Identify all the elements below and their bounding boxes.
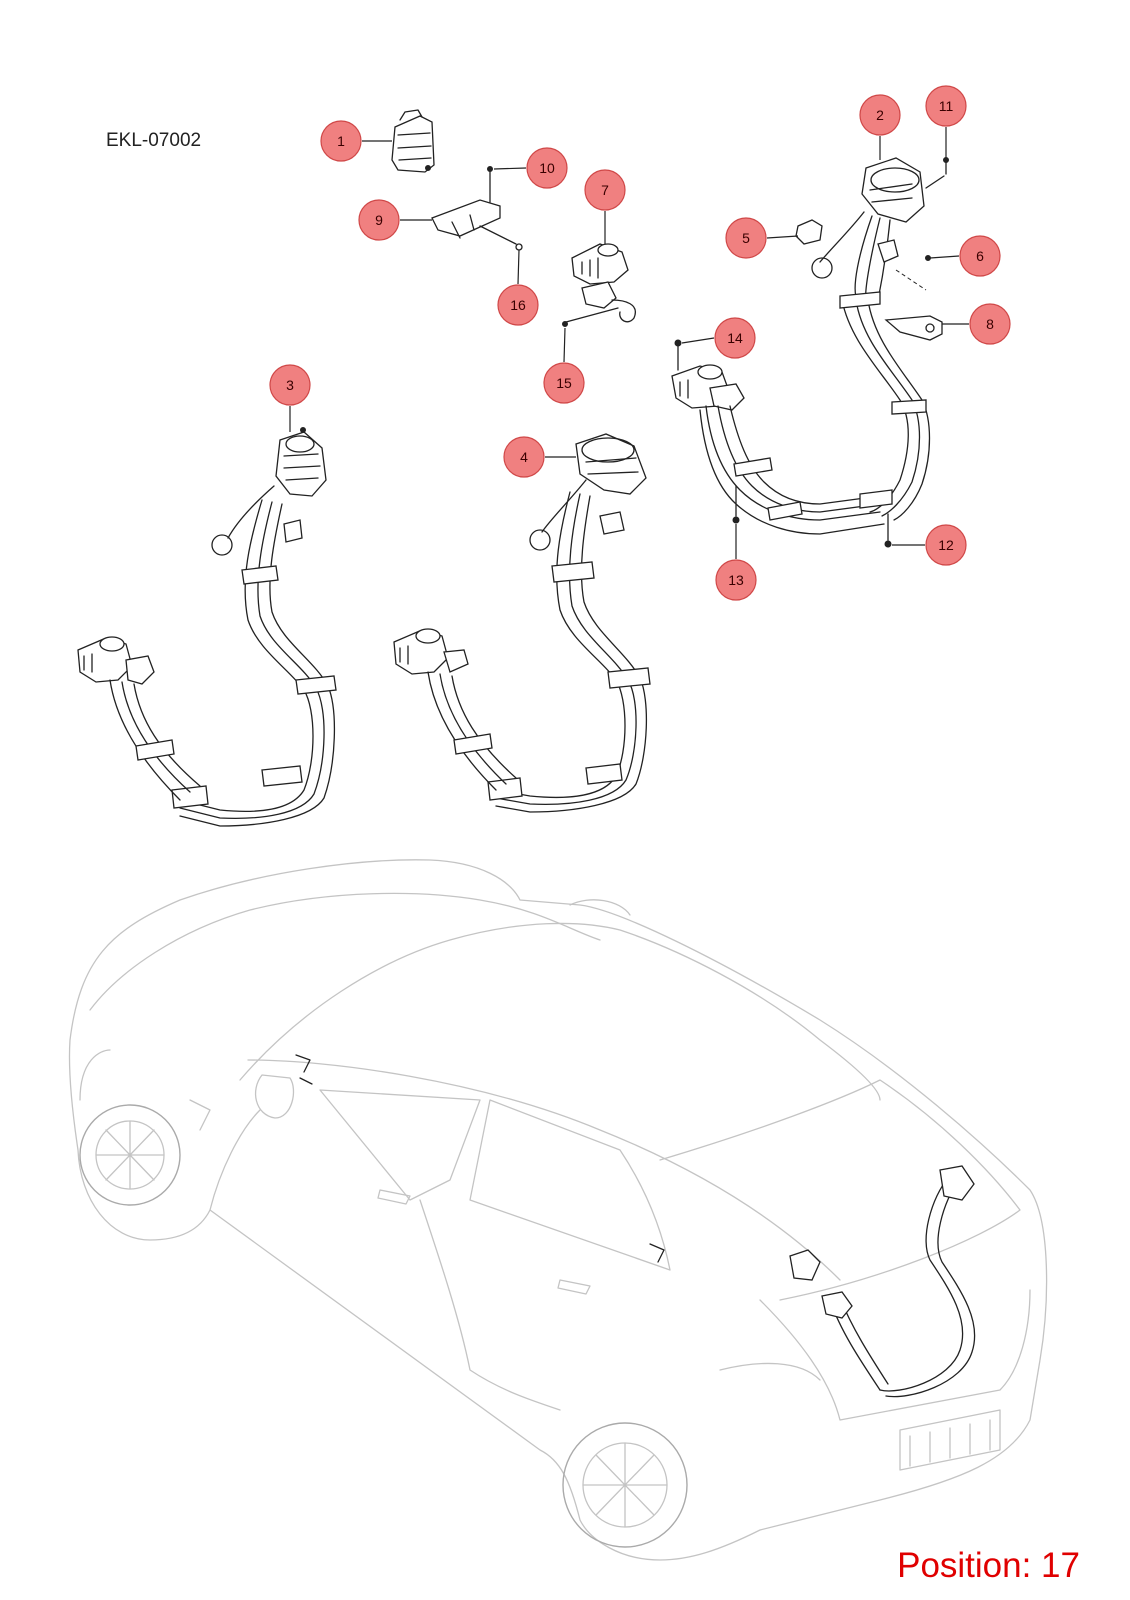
part-harness-upper-right [795,157,949,521]
callout-16[interactable]: 16 [497,284,539,326]
part-harness-middle [393,433,651,813]
callout-6-label: 6 [976,248,984,264]
callout-12[interactable]: 12 [925,524,967,566]
callout-15[interactable]: 15 [543,362,585,404]
callout-10[interactable]: 10 [526,147,568,189]
callout-5[interactable]: 5 [725,217,767,259]
callout-2-label: 2 [876,107,884,123]
callout-6-circle [959,235,1001,277]
callout-5-label: 5 [742,230,750,246]
callout-6[interactable]: 6 [959,235,1001,277]
callout-1-label: 1 [337,133,345,149]
callout-4-label: 4 [520,449,528,465]
callout-5-circle [725,217,767,259]
callout-14[interactable]: 14 [714,317,756,359]
callout-5-leader [766,235,799,239]
callout-14-label: 14 [727,330,743,346]
callout-16-leader [517,249,520,285]
callout-7[interactable]: 7 [584,169,626,211]
callout-2[interactable]: 2 [859,94,901,136]
callout-7-circle [584,169,626,211]
position-label: Position: 17 [897,1546,1080,1585]
callout-13-label: 13 [728,572,744,588]
part-bracket-plate [431,166,523,251]
callout-11-circle [925,85,967,127]
callout-8-label: 8 [986,316,994,332]
callout-1-circle [320,120,362,162]
callout-3-circle [269,364,311,406]
part-harness-lower-right [671,339,893,548]
callout-9[interactable]: 9 [358,199,400,241]
callout-10-leader [493,167,527,170]
callout-15-circle [543,362,585,404]
callout-10-label: 10 [539,160,555,176]
document-code: EKL-07002 [106,130,202,151]
callout-11-label: 11 [939,98,954,114]
callout-7-label: 7 [601,182,609,198]
callout-1[interactable]: 1 [320,120,362,162]
callout-15-leader [563,327,566,363]
callout-13[interactable]: 13 [715,559,757,601]
callout-14-circle [714,317,756,359]
part-harness-left [77,427,337,827]
callout-4[interactable]: 4 [503,436,545,478]
callout-3-label: 3 [286,377,294,393]
callout-13-circle [715,559,757,601]
part-control-module [391,109,435,173]
callout-12-label: 12 [938,537,954,553]
callout-2-circle [859,94,901,136]
callout-8[interactable]: 8 [969,303,1011,345]
callout-9-label: 9 [375,212,383,228]
part-connector-cluster [562,243,636,327]
callout-9-circle [358,199,400,241]
callout-14-leader [681,337,715,344]
vehicle-outline [68,859,1048,1561]
callout-10-circle [526,147,568,189]
callout-4-circle [503,436,545,478]
callout-16-circle [497,284,539,326]
callout-11[interactable]: 11 [925,85,967,127]
callout-16-label: 16 [510,297,526,313]
callout-12-circle [925,524,967,566]
callout-6-leader [929,255,960,259]
callout-8-circle [969,303,1011,345]
callout-15-label: 15 [556,375,572,391]
callout-3[interactable]: 3 [269,364,311,406]
